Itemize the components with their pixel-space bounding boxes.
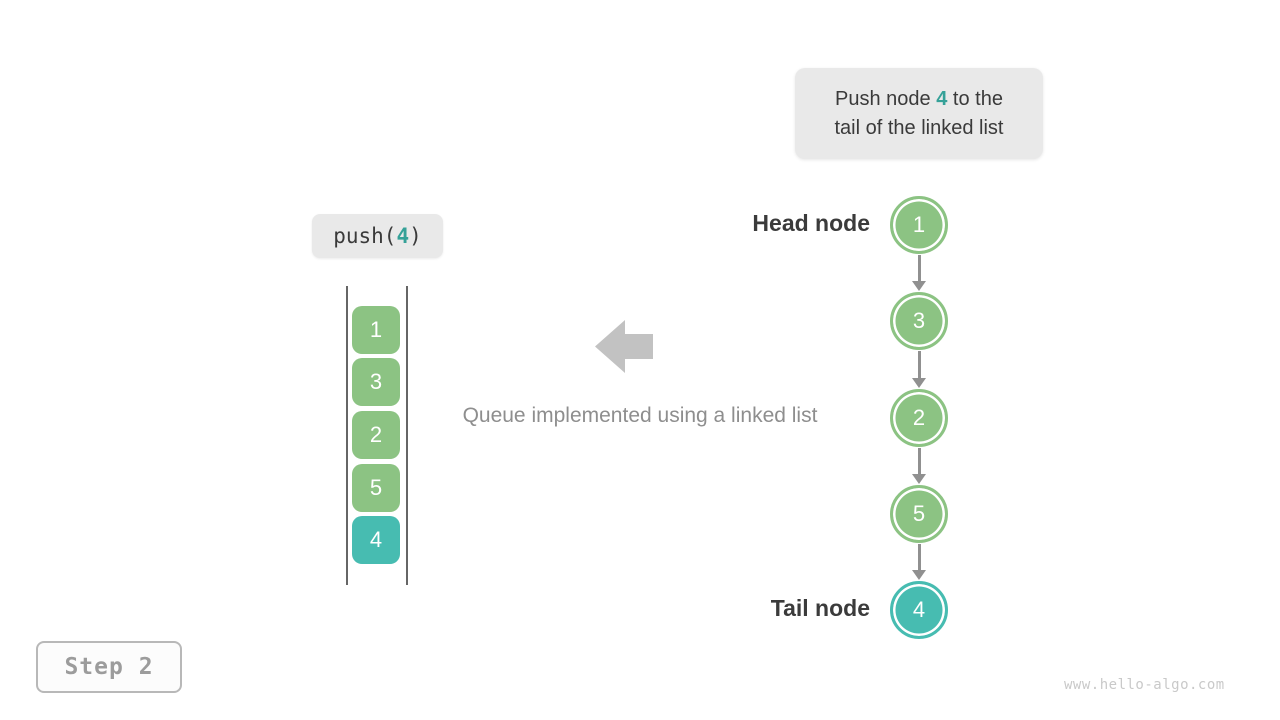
call-prefix: push( — [333, 224, 397, 248]
list-node: 5 — [890, 485, 948, 543]
note-text: Push node — [835, 87, 937, 110]
queue-item-value: 4 — [369, 527, 383, 552]
queue-item-value: 5 — [369, 475, 383, 500]
diagram-caption: Queue implemented using a linked list — [462, 404, 818, 427]
list-node: 1 — [890, 196, 948, 254]
left-block-arrow-icon — [595, 320, 653, 373]
call-suffix: ) — [409, 224, 422, 248]
list-node-value: 3 — [912, 308, 926, 333]
head-node-label: Head node — [752, 210, 870, 236]
step-badge: Step 2 — [36, 641, 182, 693]
queue-item: 5 — [352, 464, 400, 512]
push-note-line1: Push node 4 to the — [835, 85, 1003, 114]
list-node: 4 — [890, 581, 948, 639]
down-arrow-icon — [912, 544, 926, 580]
push-note-bubble: Push node 4 to the tail of the linked li… — [795, 68, 1043, 159]
note-text: to the — [947, 87, 1003, 110]
queue-item-value: 2 — [369, 422, 383, 447]
queue-item: 2 — [352, 411, 400, 459]
list-node: 2 — [890, 389, 948, 447]
down-arrow-icon — [912, 351, 926, 388]
queue-rail-right — [406, 286, 408, 585]
queue-item-value: 1 — [369, 317, 383, 342]
down-arrow-icon — [912, 255, 926, 291]
push-note-line2: tail of the linked list — [834, 116, 1004, 139]
list-node-value: 4 — [912, 597, 926, 622]
queue-item: 1 — [352, 306, 400, 354]
queue-item-value: 3 — [369, 369, 383, 394]
queue-rail-left — [346, 286, 348, 585]
call-highlight-value: 4 — [396, 224, 410, 248]
list-node-value: 2 — [912, 405, 926, 430]
watermark: www.hello-algo.com — [1064, 677, 1225, 693]
list-node-value: 5 — [912, 501, 926, 526]
queue-item: 4 — [352, 516, 400, 564]
list-node: 3 — [890, 292, 948, 350]
tail-node-label: Tail node — [770, 595, 870, 621]
list-node-value: 1 — [912, 212, 926, 237]
down-arrow-icon — [912, 448, 926, 484]
queue-item: 3 — [352, 358, 400, 406]
push-call-chip: push(4) — [312, 214, 443, 258]
note-highlight-value: 4 — [936, 87, 948, 110]
